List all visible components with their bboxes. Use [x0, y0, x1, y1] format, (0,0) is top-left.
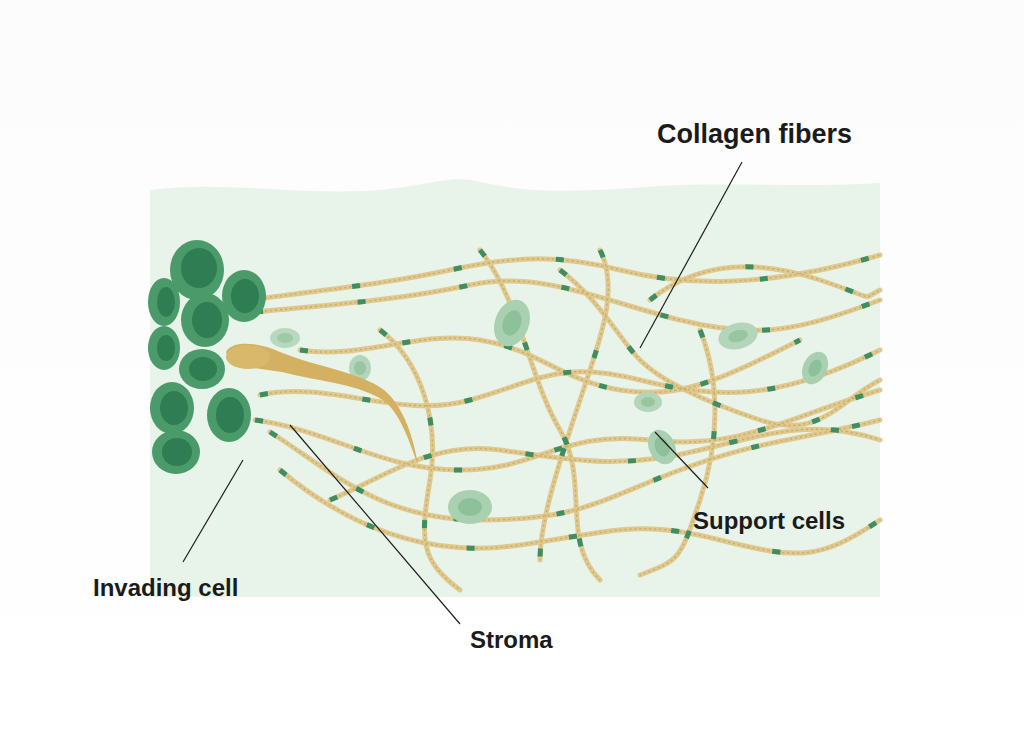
part-label: Stroma [470, 628, 553, 652]
fiber-markers [250, 250, 880, 590]
leader-lines [183, 162, 742, 624]
support-cells [270, 295, 833, 524]
part-label: Collagen fibers [657, 121, 852, 148]
fiber-texture [250, 250, 880, 590]
part-label: Support cells [693, 509, 845, 533]
collagen-fibers [250, 250, 880, 590]
part-label: Invading cell [93, 576, 238, 600]
invading-cell [226, 344, 418, 465]
tissue-band [150, 179, 880, 597]
